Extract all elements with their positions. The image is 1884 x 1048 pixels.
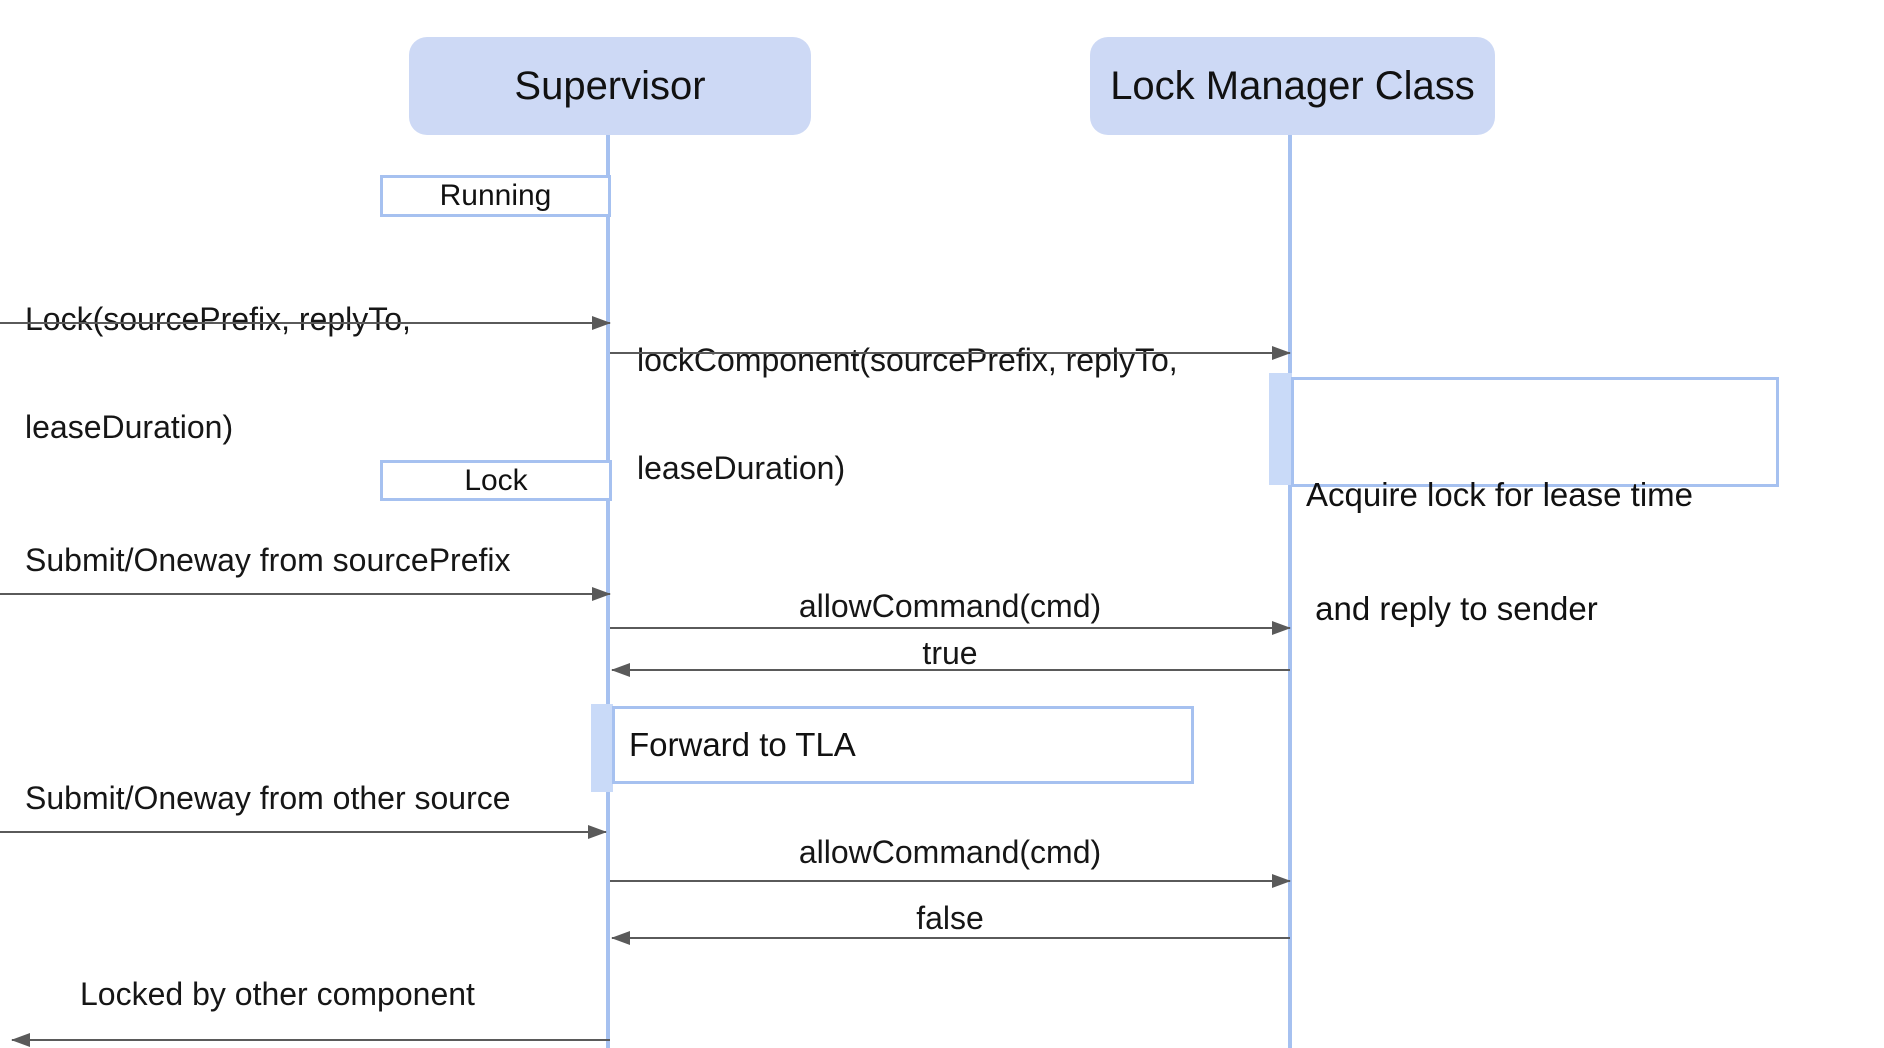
msg-submit-source-arrow bbox=[0, 587, 611, 601]
msg-lock-request-label: Lock(sourcePrefix, replyTo, leaseDuratio… bbox=[25, 301, 411, 445]
msg-allow-command-1-label: allowCommand(cmd) bbox=[798, 588, 1102, 624]
note-acquire-lock-line1: Acquire lock for lease time bbox=[1306, 476, 1693, 513]
msg-lock-component-arrow bbox=[610, 346, 1291, 360]
state-lock-label: Lock bbox=[464, 463, 528, 497]
msg-allow-command-2-label: allowCommand(cmd) bbox=[798, 834, 1102, 870]
msg-true-label: true bbox=[922, 635, 978, 671]
msg-false-arrow bbox=[611, 931, 1290, 945]
actor-lock-manager-label: Lock Manager Class bbox=[1110, 63, 1475, 108]
msg-submit-source-label: Submit/Oneway from sourcePrefix bbox=[25, 542, 511, 578]
msg-true-arrow bbox=[611, 663, 1290, 677]
msg-submit-other-arrow bbox=[0, 825, 607, 839]
note-forward-to-tla: Forward to TLA bbox=[612, 706, 1194, 784]
note-forward-to-tla-label: Forward to TLA bbox=[629, 726, 856, 763]
actor-supervisor: Supervisor bbox=[409, 37, 811, 135]
actor-supervisor-label: Supervisor bbox=[514, 63, 706, 108]
state-running-label: Running bbox=[439, 179, 552, 212]
msg-false-label: false bbox=[916, 900, 984, 936]
state-lock: Lock bbox=[380, 460, 612, 501]
lock-manager-activation-bar bbox=[1269, 373, 1292, 485]
msg-lock-component-label: lockComponent(sourcePrefix, replyTo, lea… bbox=[637, 342, 1178, 486]
msg-locked-by-other-label: Locked by other component bbox=[80, 976, 475, 1012]
supervisor-activation-bar bbox=[591, 704, 613, 792]
note-acquire-lock: Acquire lock for lease time and reply to… bbox=[1291, 377, 1779, 627]
msg-allow-command-1-arrow bbox=[610, 621, 1291, 635]
msg-lock-request-arrow bbox=[0, 316, 611, 330]
msg-allow-command-2-arrow bbox=[610, 874, 1291, 888]
note-acquire-lock-line2: and reply to sender bbox=[1306, 590, 1598, 627]
state-running: Running bbox=[380, 175, 611, 217]
actor-lock-manager: Lock Manager Class bbox=[1090, 37, 1495, 135]
lock-manager-lifeline bbox=[1288, 135, 1292, 1048]
msg-locked-by-other-arrow bbox=[11, 1033, 610, 1047]
msg-submit-other-label: Submit/Oneway from other source bbox=[25, 780, 511, 816]
